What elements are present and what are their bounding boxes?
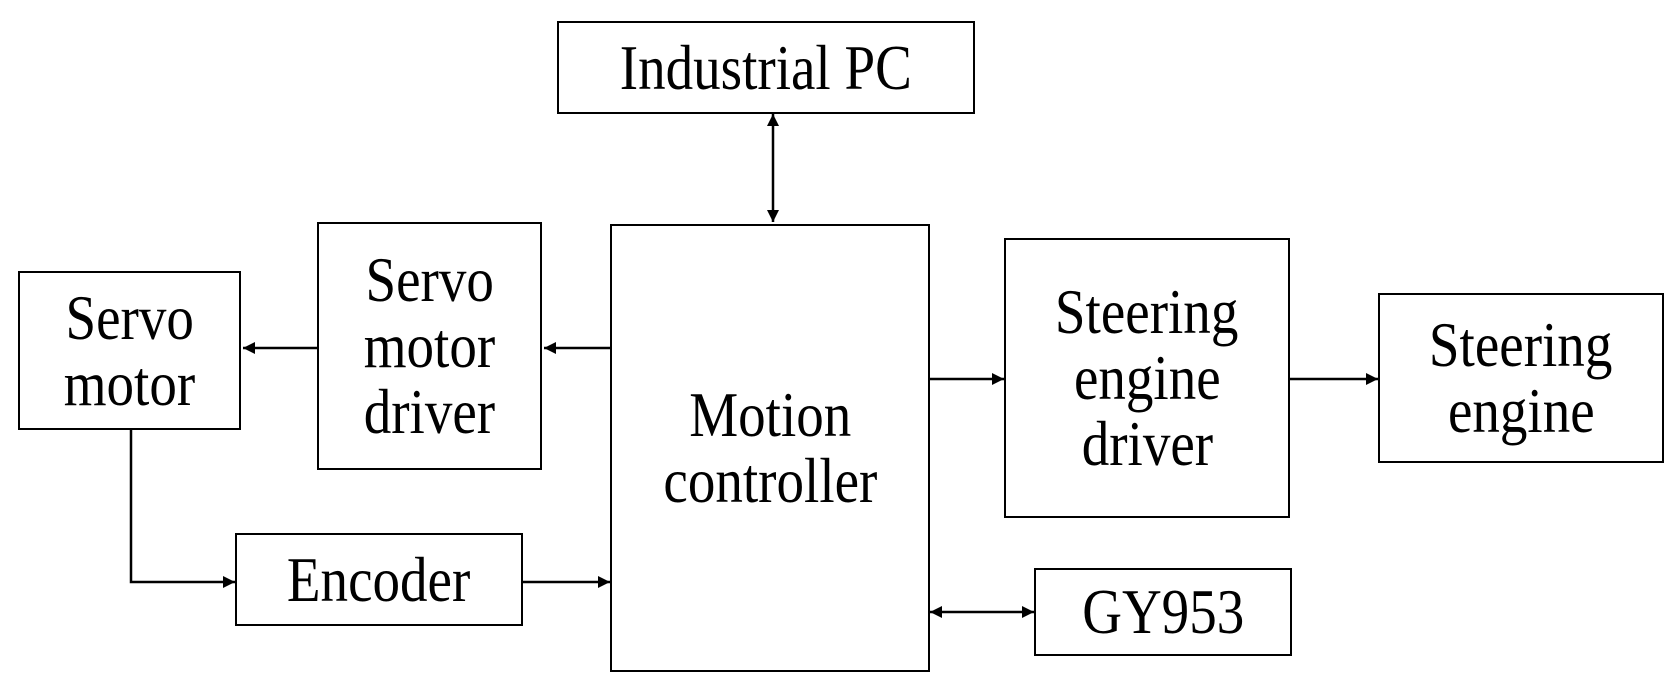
steering-engine-driver-label-line-3: driver bbox=[1081, 408, 1213, 479]
steering-engine-label-line-2: engine bbox=[1447, 375, 1595, 446]
encoder-label: Encoder bbox=[287, 543, 471, 615]
encoder-node: Encoder bbox=[235, 533, 523, 626]
steering-engine-driver-label-line-1: Steering bbox=[1055, 276, 1239, 347]
servo-motor-label-line-1: Servo bbox=[65, 281, 194, 353]
gy953-node: GY953 bbox=[1034, 568, 1292, 656]
steering-engine-driver-label-line-2: engine bbox=[1073, 342, 1221, 413]
servo-motor-driver-label-line-2: motor bbox=[363, 310, 496, 381]
motion-controller-label-line-2: controller bbox=[663, 445, 877, 516]
motion-controller-node: Motion controller bbox=[610, 224, 930, 672]
servo-motor-driver-label-line-3: driver bbox=[363, 376, 496, 447]
industrial-pc-label: Industrial PC bbox=[619, 31, 913, 103]
servo-motor-node: Servo motor bbox=[18, 271, 241, 430]
steering-engine-driver-node: Steering engine driver bbox=[1004, 238, 1290, 518]
edge-servo-motor-encoder bbox=[129, 430, 235, 588]
servo-motor-driver-label-line-1: Servo bbox=[365, 244, 494, 315]
steering-engine-node: Steering engine bbox=[1378, 293, 1664, 463]
industrial-pc-node: Industrial PC bbox=[557, 21, 975, 114]
gy953-label: GY953 bbox=[1081, 576, 1245, 647]
steering-engine-label-line-1: Steering bbox=[1429, 309, 1613, 380]
motion-controller-label-line-1: Motion bbox=[688, 379, 852, 450]
servo-motor-label-line-2: motor bbox=[63, 347, 196, 419]
servo-motor-driver-node: Servo motor driver bbox=[317, 222, 542, 470]
